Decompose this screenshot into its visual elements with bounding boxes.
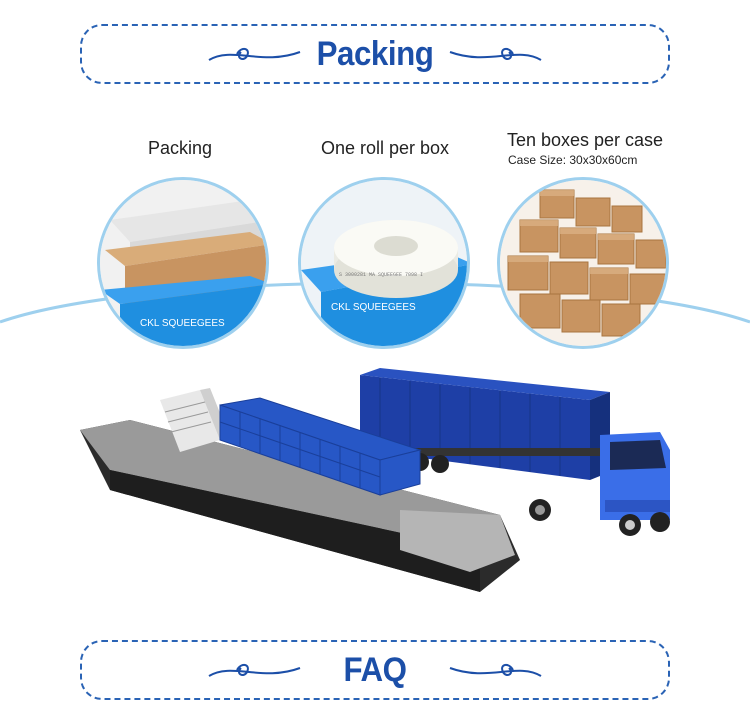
boxes-per-case-photo: [497, 177, 669, 349]
case-size-caption: Case Size: 30x30x60cm: [508, 153, 638, 167]
container-ship-illustration: [80, 388, 520, 592]
right-swirl-ornament: [449, 48, 542, 61]
faq-banner: FAQ: [80, 640, 670, 700]
step-2-caption: One roll per box: [320, 138, 450, 158]
page-title: Packing: [316, 34, 434, 73]
packing-banner: Packing: [80, 24, 670, 84]
cardboard-boxes-illustration: [500, 180, 666, 346]
packing-photo: CKL SQUEEGEES: [97, 177, 269, 349]
roll-illustration: S 3000281 MA SQUEEGEE 7098 I CKL SQUEEGE…: [301, 180, 467, 346]
roll-per-box-photo: S 3000281 MA SQUEEGEE 7098 I CKL SQUEEGE…: [298, 177, 470, 349]
roll-print-text: S 3000281 MA SQUEEGEE 7098 I: [339, 272, 423, 278]
shipping-scene: [80, 368, 670, 592]
step-3-caption: Ten boxes per case: [506, 130, 664, 150]
step-1-caption: Packing: [147, 138, 213, 158]
box-brand-text: CKL SQUEEGEES: [140, 318, 225, 329]
truck-illustration: [360, 368, 670, 536]
left-swirl-ornament-2: [208, 664, 301, 677]
box-brand-text-2: CKL SQUEEGEES: [331, 302, 416, 313]
left-swirl-ornament: [208, 48, 301, 61]
right-swirl-ornament-2: [449, 664, 542, 677]
faq-title: FAQ: [343, 650, 407, 689]
stacked-boxes-illustration: CKL SQUEEGEES: [100, 180, 266, 346]
